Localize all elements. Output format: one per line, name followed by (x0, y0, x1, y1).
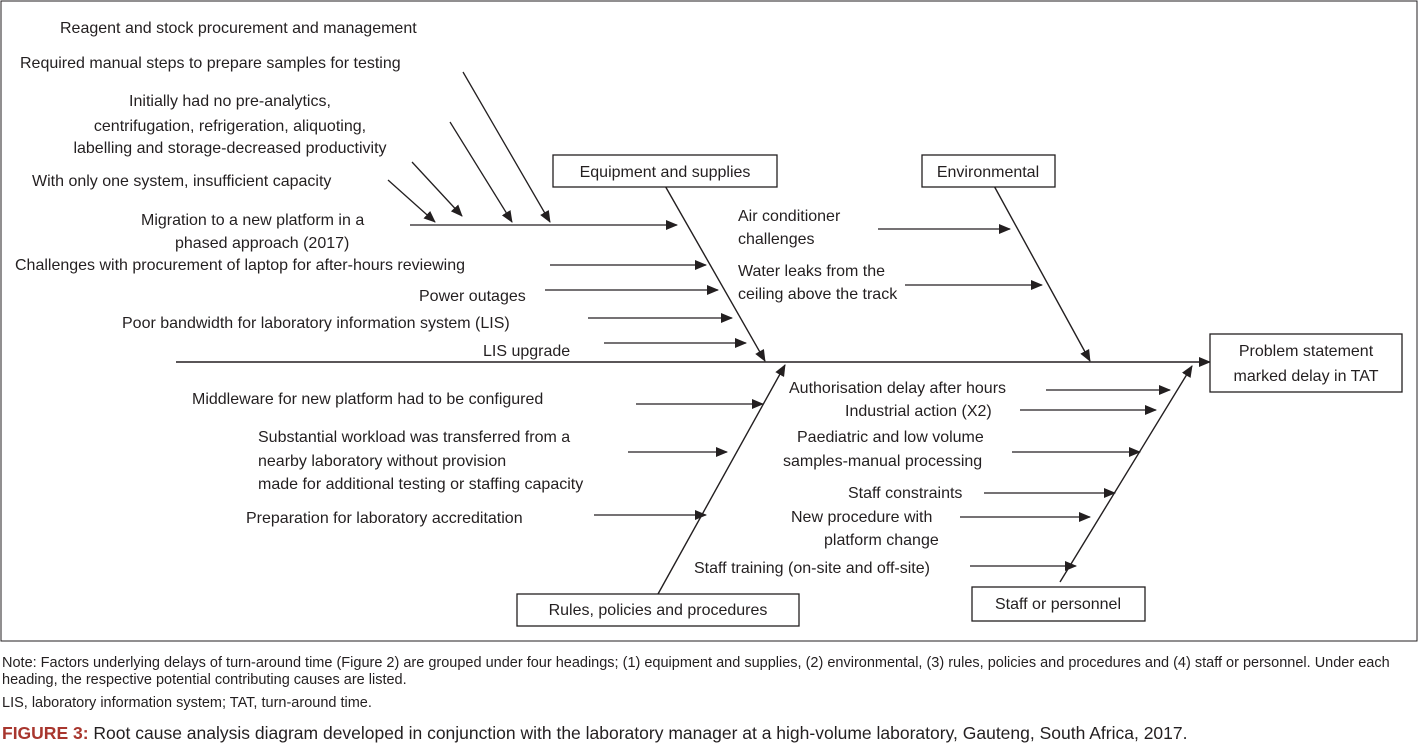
cause-label: Preparation for laboratory accreditation (246, 510, 523, 527)
feeder-one-system (387, 179, 436, 223)
cause-label: Staff training (on-site and off-site) (694, 560, 930, 577)
category-staff-label: Staff or personnel (995, 596, 1121, 613)
cause-label: Air conditioner (738, 208, 841, 225)
cause-label: Reagent and stock procurement and manage… (60, 20, 417, 37)
cause-label: Staff constraints (848, 485, 962, 502)
cause-label: ceiling above the track (738, 286, 898, 303)
cause-label: Industrial action (X2) (845, 403, 992, 420)
cause-label: Middleware for new platform had to be co… (192, 391, 543, 408)
cause-label: made for additional testing or staffing … (258, 476, 583, 493)
feeder-reagent (462, 71, 551, 223)
cause-label: centrifugation, refrigeration, aliquotin… (94, 118, 366, 135)
cause-label: phased approach (2017) (175, 235, 349, 252)
cause-label: Poor bandwidth for laboratory informatio… (122, 315, 510, 332)
cause-label: Paediatric and low volume (797, 429, 984, 446)
cause-label: labelling and storage-decreased producti… (73, 140, 386, 157)
problem-line: marked delay in TAT (1234, 368, 1379, 385)
figure-abbreviations: LIS, laboratory information system; TAT,… (2, 695, 372, 711)
figure-note: Note: Factors underlying delays of turn-… (2, 655, 1390, 688)
bone-equipment (663, 183, 766, 362)
cause-label: platform change (824, 532, 939, 549)
feeder-pre-analytics (411, 161, 463, 217)
cause-label: Migration to a new platform in a (141, 212, 364, 229)
category-staff: Staff or personnel (971, 586, 1146, 622)
category-rules-label: Rules, policies and procedures (549, 602, 768, 619)
cause-label: Required manual steps to prepare samples… (20, 55, 401, 72)
bone-staff (1059, 365, 1193, 583)
cause-label: LIS upgrade (483, 343, 570, 360)
figure-caption-label: FIGURE 3: (2, 723, 89, 743)
cause-label: Challenges with procurement of laptop fo… (15, 257, 465, 274)
cause-label: nearby laboratory without provision (258, 453, 506, 470)
category-rules: Rules, policies and procedures (516, 593, 800, 627)
cause-label: Power outages (419, 288, 526, 305)
fishbone-diagram: Equipment and supplies Environmental Rul… (0, 0, 1418, 642)
category-environmental-label: Environmental (937, 164, 1039, 181)
problem-statement: Problem statement marked delay in TAT (1209, 333, 1403, 393)
figure-caption: FIGURE 3: Root cause analysis diagram de… (2, 722, 1187, 744)
cause-label: Water leaks from the (738, 263, 885, 280)
cause-label: Substantial workload was transferred fro… (258, 429, 570, 446)
category-equipment-label: Equipment and supplies (580, 164, 751, 181)
cause-label: challenges (738, 231, 815, 248)
category-environmental: Environmental (921, 154, 1056, 188)
problem-line: Problem statement (1239, 343, 1374, 360)
bone-environmental (992, 183, 1091, 362)
figure-caption-text: Root cause analysis diagram developed in… (88, 723, 1188, 743)
feeder-manual-steps (449, 121, 513, 223)
diagram-frame (0, 0, 1418, 642)
category-equipment: Equipment and supplies (552, 154, 778, 188)
cause-label: Initially had no pre-analytics, (129, 93, 331, 110)
cause-label: With only one system, insufficient capac… (32, 173, 331, 190)
cause-label: samples-manual processing (783, 453, 982, 470)
cause-label: Authorisation delay after hours (789, 380, 1006, 397)
cause-label: New procedure with (791, 509, 932, 526)
